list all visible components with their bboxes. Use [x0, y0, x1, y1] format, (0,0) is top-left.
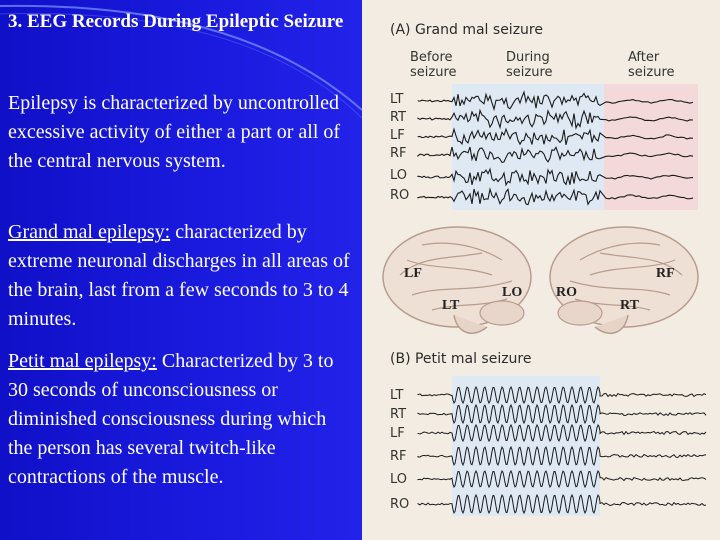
panel-b-title: (B) Petit mal seizure — [390, 351, 532, 367]
channel-rf-b: RF — [390, 449, 407, 464]
petit-mal-term: Petit mal epilepsy: — [8, 350, 157, 372]
brain-label-lt: LT — [442, 298, 460, 313]
after-seizure-header: After seizure — [628, 50, 675, 80]
after-seizure-band — [604, 84, 698, 210]
petit-mal-trace-3 — [417, 423, 707, 443]
petit-mal-description: Characterized by 3 to 30 seconds of unco… — [8, 350, 334, 488]
channel-lf-a: LF — [390, 128, 405, 143]
text-panel: 3. EEG Records During Epileptic Seizure … — [0, 0, 362, 540]
channel-rt-b: RT — [390, 407, 407, 422]
brain-label-rt: RT — [620, 298, 639, 313]
petit-mal-trace-4 — [417, 445, 707, 467]
right-brain — [549, 226, 699, 334]
petit-mal-trace-2 — [417, 403, 707, 425]
before-seizure-header: Before seizure — [410, 50, 457, 80]
petit-mal-trace-1 — [417, 385, 707, 405]
grand-mal-trace-6 — [417, 187, 694, 206]
channel-ro-a: RO — [390, 188, 410, 203]
petit-mal-trace-6 — [417, 493, 707, 515]
during-seizure-header: During seizure — [506, 50, 553, 80]
grand-mal-trace-3 — [417, 127, 694, 146]
grand-mal-trace-5 — [417, 167, 694, 187]
channel-lt-b: LT — [390, 388, 404, 403]
brain-label-lo: LO — [502, 285, 523, 300]
intro-paragraph: Epilepsy is characterized by uncontrolle… — [8, 92, 341, 172]
channel-lf-b: LF — [390, 426, 405, 441]
slide-title: 3. EEG Records During Epileptic Seizure — [8, 11, 344, 32]
left-brain — [382, 226, 532, 334]
grand-mal-trace-1 — [417, 90, 694, 112]
brain-label-ro: RO — [556, 285, 577, 300]
grand-mal-description: characterized by extreme neuronal discha… — [8, 221, 350, 330]
grand-mal-term: Grand mal epilepsy: — [8, 221, 171, 243]
channel-ro-b: RO — [390, 497, 410, 512]
channel-rf-a: RF — [390, 146, 407, 161]
petit-mal-paragraph: Petit mal epilepsy: Characterized by 3 t… — [8, 347, 354, 492]
channel-lt-a: LT — [390, 92, 404, 107]
brain-label-rf: RF — [656, 266, 675, 281]
grand-mal-paragraph: Grand mal epilepsy: characterized by ext… — [8, 218, 354, 334]
petit-mal-trace-5 — [417, 469, 707, 489]
title-swoosh-decoration — [0, 4, 362, 119]
grand-mal-trace-4 — [417, 146, 694, 164]
grand-mal-eeg-traces — [417, 84, 698, 210]
during-seizure-band — [452, 84, 604, 210]
panel-a-title: (A) Grand mal seizure — [390, 22, 543, 38]
grand-mal-trace-2 — [417, 108, 694, 130]
channel-lo-a: LO — [390, 168, 408, 183]
channel-rt-a: RT — [390, 110, 407, 125]
petit-mal-eeg-traces — [417, 376, 707, 516]
brain-label-lf: LF — [404, 266, 422, 281]
brain-illustrations — [382, 226, 699, 334]
channel-lo-b: LO — [390, 472, 408, 487]
